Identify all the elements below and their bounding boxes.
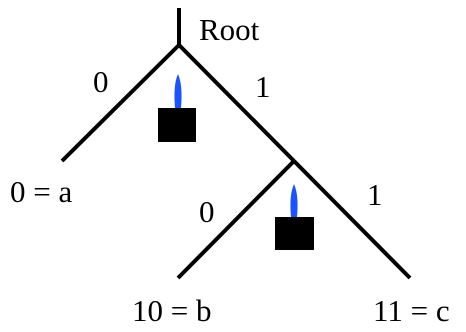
leaf-label-a: 0 = a (10, 174, 72, 209)
leaf-label-c: 11 = c (373, 293, 450, 328)
edge-root-left (60, 43, 181, 163)
edge-inner-right (292, 159, 412, 280)
inner-candle-icon (275, 184, 314, 250)
edge-label-root-left: 0 (93, 64, 109, 99)
edge-label-root-right: 1 (255, 69, 271, 104)
flame-icon (290, 184, 298, 217)
edge-root-right (177, 43, 296, 163)
block-icon (275, 217, 314, 250)
tree-edges (60, 8, 412, 280)
edge-label-inner-left: 0 (199, 194, 215, 229)
root-label: Root (199, 12, 260, 47)
root-candle-icon (158, 74, 196, 142)
edge-label-inner-right: 1 (367, 177, 383, 212)
block-icon (158, 108, 196, 142)
edge-inner-left (176, 159, 296, 280)
leaf-label-b: 10 = b (132, 293, 211, 328)
flame-icon (174, 74, 182, 108)
